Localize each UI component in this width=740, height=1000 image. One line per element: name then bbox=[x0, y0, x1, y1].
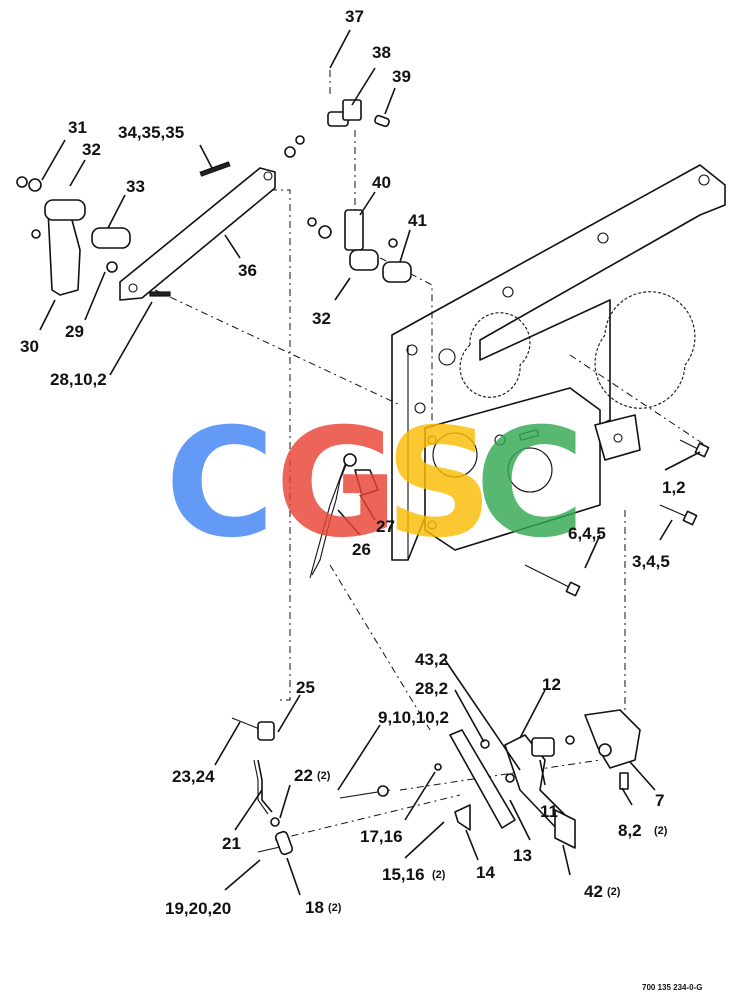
callout-27: 27 bbox=[376, 517, 395, 536]
watermark: C G S C bbox=[165, 397, 585, 571]
callout-42-qty: (2) bbox=[607, 886, 621, 898]
callout-22: 22 bbox=[294, 766, 313, 785]
pivot-assembly bbox=[307, 209, 412, 283]
watermark-letter-1: C bbox=[165, 397, 275, 571]
callout-41: 41 bbox=[408, 211, 427, 230]
callout-15-16-qty: (2) bbox=[432, 869, 446, 881]
callout-14: 14 bbox=[476, 863, 495, 882]
callout-1-2: 1,2 bbox=[662, 478, 686, 497]
callout-37: 37 bbox=[345, 7, 364, 26]
callout-19-20-20: 19,20,20 bbox=[165, 899, 231, 918]
callout-29: 29 bbox=[65, 322, 84, 341]
spring bbox=[309, 453, 379, 579]
callout-18: 18 bbox=[305, 898, 324, 917]
callout-13: 13 bbox=[513, 846, 532, 865]
callout-25: 25 bbox=[296, 678, 315, 697]
callout-12: 12 bbox=[542, 675, 561, 694]
clevis-assembly bbox=[284, 99, 390, 158]
drawing-number: 700 135 234-0-G bbox=[642, 983, 703, 992]
callout-3-4-5: 3,4,5 bbox=[632, 552, 670, 571]
callout-31: 31 bbox=[68, 118, 87, 137]
callout-32-mid: 32 bbox=[312, 309, 331, 328]
callout-9-10-10-2: 9,10,10,2 bbox=[378, 708, 449, 727]
long-bar bbox=[119, 161, 276, 301]
watermark-letter-4: C bbox=[475, 397, 585, 571]
callout-43-2: 43,2 bbox=[415, 650, 448, 669]
callout-42: 42 bbox=[584, 882, 603, 901]
callout-28-2: 28,2 bbox=[415, 679, 448, 698]
callout-21: 21 bbox=[222, 834, 241, 853]
watermark-letter-3: S bbox=[385, 397, 493, 571]
callout-17-16: 17,16 bbox=[360, 827, 403, 846]
callout-32-top: 32 bbox=[82, 140, 101, 159]
callout-15-16: 15,16 bbox=[382, 865, 425, 884]
callout-8-2: 8,2 bbox=[618, 821, 642, 840]
callout-8-2-qty: (2) bbox=[654, 825, 668, 837]
callout-28-10-2-top: 28,10,2 bbox=[50, 370, 107, 389]
leader-lines bbox=[39, 29, 701, 896]
callout-11: 11 bbox=[540, 802, 558, 821]
callout-22-qty: (2) bbox=[317, 770, 331, 782]
callout-30: 30 bbox=[20, 337, 39, 356]
callout-7: 7 bbox=[655, 791, 664, 810]
callout-18-qty: (2) bbox=[328, 902, 342, 914]
main-frame bbox=[391, 164, 726, 561]
callout-labels: 37 38 39 31 32 34,35,35 33 40 41 36 32 2… bbox=[20, 7, 686, 918]
control-rod-assembly bbox=[231, 717, 294, 856]
alignment-lines bbox=[154, 70, 706, 841]
callout-26: 26 bbox=[352, 540, 371, 559]
callout-34-35-35: 34,35,35 bbox=[118, 123, 184, 142]
callout-36: 36 bbox=[238, 261, 257, 280]
callout-6-4-5: 6,4,5 bbox=[568, 524, 606, 543]
watermark-letter-2: G bbox=[275, 397, 398, 571]
callout-33: 33 bbox=[126, 177, 145, 196]
callout-23-24: 23,24 bbox=[172, 767, 215, 786]
left-lever-assembly bbox=[16, 176, 131, 296]
callout-40: 40 bbox=[372, 173, 391, 192]
bracket-assembly bbox=[339, 709, 641, 849]
callout-38: 38 bbox=[372, 43, 391, 62]
callout-39: 39 bbox=[392, 67, 411, 86]
